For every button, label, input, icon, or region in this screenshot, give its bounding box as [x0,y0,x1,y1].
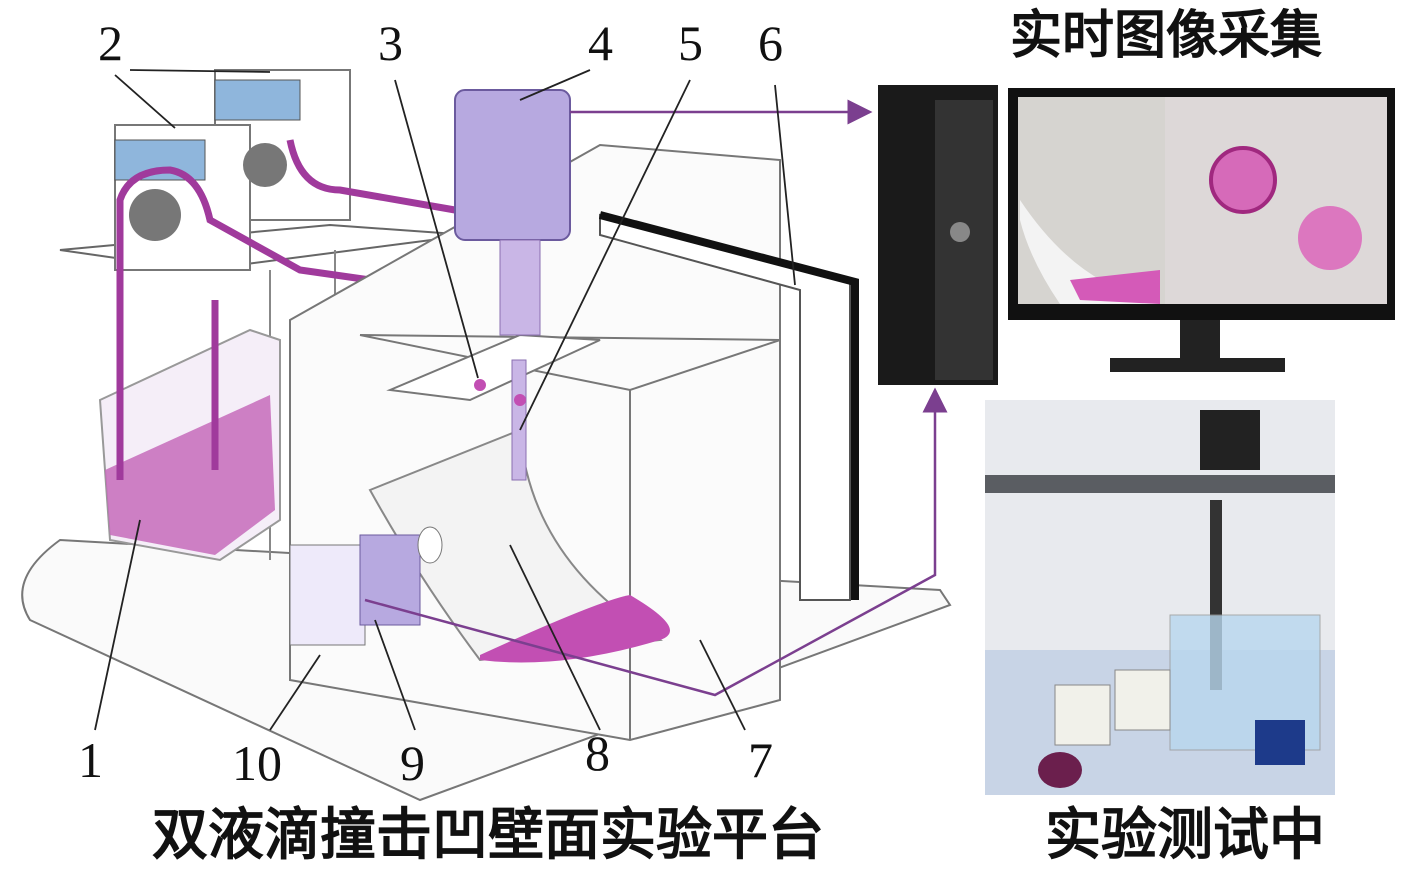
label-1: 1 [78,732,103,788]
label-2: 2 [98,15,123,71]
title-platform: 双液滴撞击凹壁面实验平台 [152,803,824,868]
label-9: 9 [400,735,425,791]
lab-photo [985,400,1335,795]
monitor [1008,88,1395,372]
desktop-tower [878,85,998,385]
label-4: 4 [588,15,613,71]
peristaltic-pump [114,69,351,271]
light-source [289,526,443,646]
liquid-tank [98,328,281,562]
label-5: 5 [678,15,703,71]
label-6: 6 [758,15,783,71]
label-7: 7 [748,732,773,788]
title-testing: 实验测试中 [1045,803,1325,868]
liquid-film [480,595,670,663]
tubing [116,139,504,480]
label-3: 3 [378,15,403,71]
high-speed-camera [454,89,571,336]
label-8: 8 [585,725,610,781]
leader-lines [94,69,796,731]
light-to-pc-arrow [364,387,948,697]
label-10: 10 [232,735,282,791]
title-realtime-capture: 实时图像采集 [1010,6,1323,66]
